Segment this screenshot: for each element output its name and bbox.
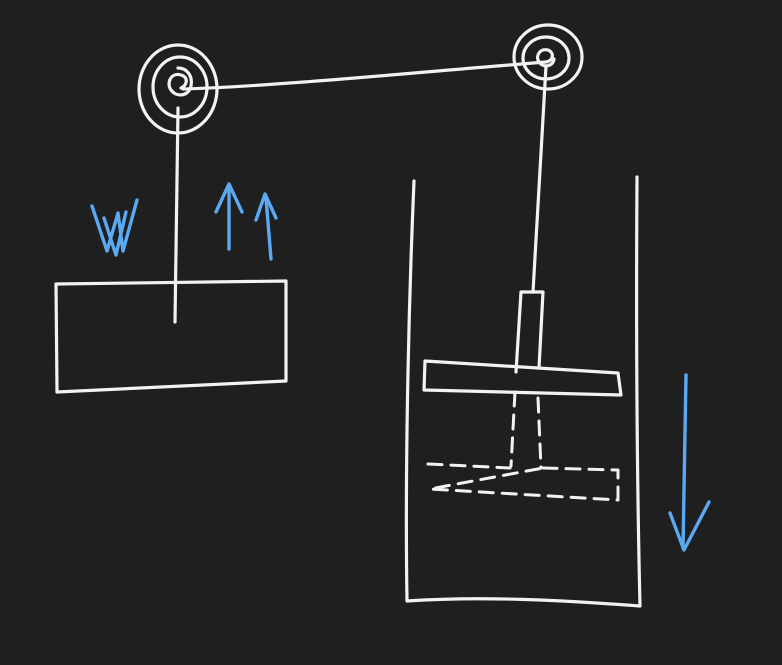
weight-mark-text: W bbox=[115, 229, 116, 231]
left-rope bbox=[173, 106, 180, 324]
piston-plate-lower bbox=[426, 462, 620, 502]
piston-rod-lower bbox=[509, 390, 543, 470]
weight-mark bbox=[90, 198, 139, 257]
piston-rod bbox=[514, 290, 545, 374]
arrow-up-icon bbox=[214, 182, 278, 261]
weight-block bbox=[54, 279, 288, 394]
arrow-down-icon bbox=[668, 373, 711, 552]
top-rope bbox=[181, 60, 548, 91]
cylinder bbox=[404, 175, 642, 608]
right-pulley-icon bbox=[512, 23, 584, 91]
piston-plate bbox=[422, 359, 623, 397]
right-rope bbox=[531, 64, 548, 294]
